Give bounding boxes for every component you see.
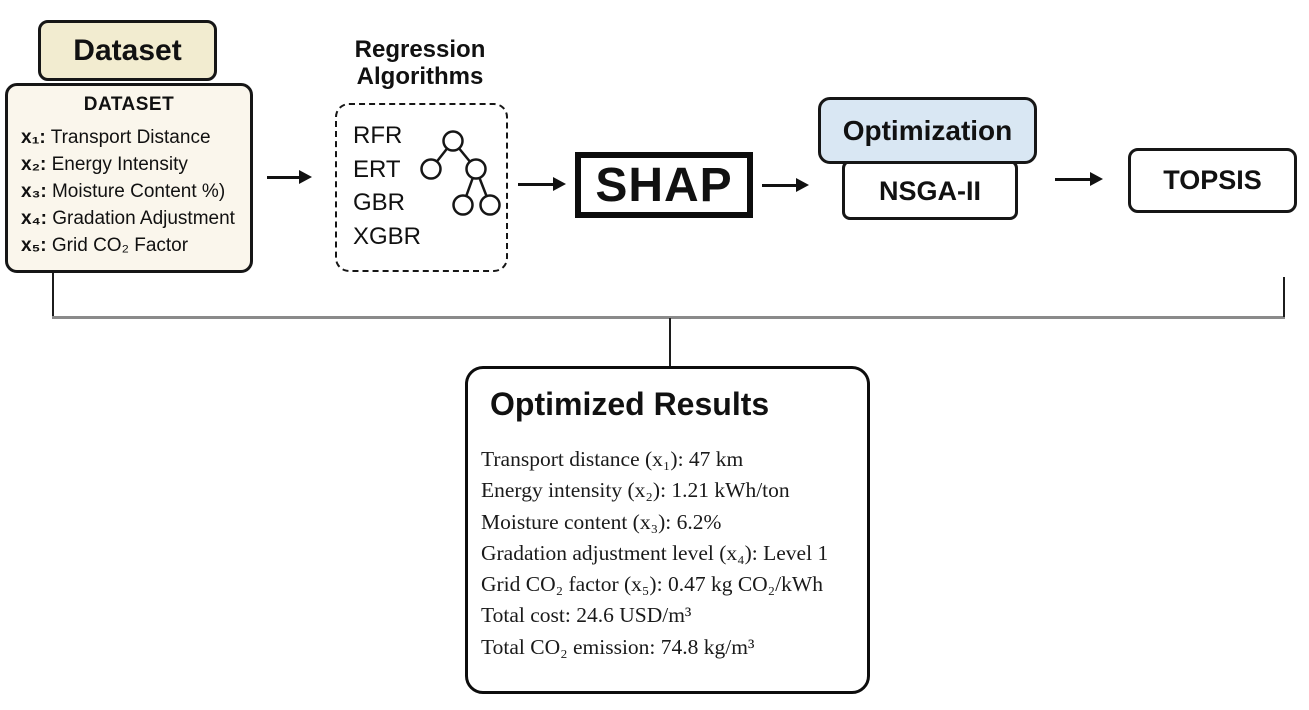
optimization-label: Optimization (842, 114, 1013, 146)
connector-horizontal (52, 316, 1285, 319)
regression-title-line1: Regression (354, 36, 486, 63)
variable-name: Gradation Adjustment (52, 208, 235, 229)
dataset-variable: x₁: Transport Distance (21, 124, 235, 151)
result-line: Moisture content (x₃): 6.2% (481, 509, 722, 534)
result-line: Transport distance (x₁): 47 km (481, 447, 744, 471)
algorithm-label: XGBR (353, 222, 422, 250)
algorithm-list: RFR ERT GBR XGBR (353, 119, 421, 253)
dataset-variable: x₄: Gradation Adjustment (21, 205, 235, 232)
arrow-shap-to-optimization (762, 178, 809, 192)
optimized-results-box: Optimized Results Transport distance (x₁… (465, 366, 870, 694)
nsga-ii-label: NSGA-II (878, 176, 981, 206)
variable-symbol: x₂: (21, 154, 47, 175)
connector-down-to-results (669, 318, 671, 367)
dataset-header: DATASET (83, 94, 175, 115)
algorithm-label: RFR (353, 122, 403, 149)
decision-tree-icon (420, 130, 501, 216)
connector-left-vertical (52, 270, 54, 318)
result-line: Energy intensity (x₂): 1.21 kWh/ton (481, 478, 790, 503)
variable-symbol: x₄: (21, 208, 47, 229)
connector-right-vertical (1283, 277, 1285, 317)
variable-symbol: x₃: (21, 181, 47, 202)
topsis-box: TOPSIS (1128, 148, 1297, 213)
dataset-variable: x₅: Grid CO₂ Factor (21, 232, 235, 259)
optimization-label-box: Optimization (818, 97, 1037, 164)
regression-title: Regression Algorithms (330, 36, 510, 90)
regression-algorithms-box: RFR ERT GBR XGBR (335, 103, 508, 272)
variable-name: Moisture Content %) (51, 181, 226, 202)
results-list: Transport distance (x₁): 47 km Energy in… (481, 444, 828, 663)
results-title: Optimized Results (490, 386, 770, 422)
variable-symbol: x₁: (21, 127, 46, 148)
nsga-ii-box: NSGA-II (842, 160, 1018, 220)
arrow-regression-to-shap (518, 177, 566, 191)
result-line: Total cost: 24.6 USD/m³ (481, 603, 692, 628)
dataset-label: Dataset (73, 33, 182, 67)
result-line: Grid CO₂ factor (x₅): 0.47 kg CO₂/kWh (481, 572, 823, 597)
result-line: Total CO₂ emission: 74.8 kg/m³ (481, 634, 755, 659)
arrow-dataset-to-regression (267, 170, 312, 184)
algorithm-label: GBR (353, 189, 406, 216)
topsis-label: TOPSIS (1163, 165, 1262, 195)
dataset-label-box: Dataset (38, 20, 217, 81)
variable-name: Transport Distance (50, 127, 211, 148)
arrow-optimization-to-topsis (1055, 172, 1103, 186)
dataset-variable: x₂: Energy Intensity (21, 151, 235, 178)
dataset-variable-list: x₁: Transport Distance x₂: Energy Intens… (21, 124, 235, 259)
variable-name: Grid CO₂ Factor (51, 235, 189, 256)
shap-box: SHAP (575, 152, 753, 218)
dataset-variable: x₃: Moisture Content %) (21, 178, 235, 205)
variable-symbol: x₅: (21, 235, 47, 256)
dataset-box: DATASET x₁: Transport Distance x₂: Energ… (5, 83, 253, 273)
shap-label: SHAP (595, 158, 733, 212)
algorithm-label: ERT (353, 155, 401, 183)
result-line: Gradation adjustment level (x₄): Level 1 (481, 540, 829, 565)
variable-name: Energy Intensity (51, 154, 188, 175)
regression-title-line2: Algorithms (356, 63, 484, 90)
